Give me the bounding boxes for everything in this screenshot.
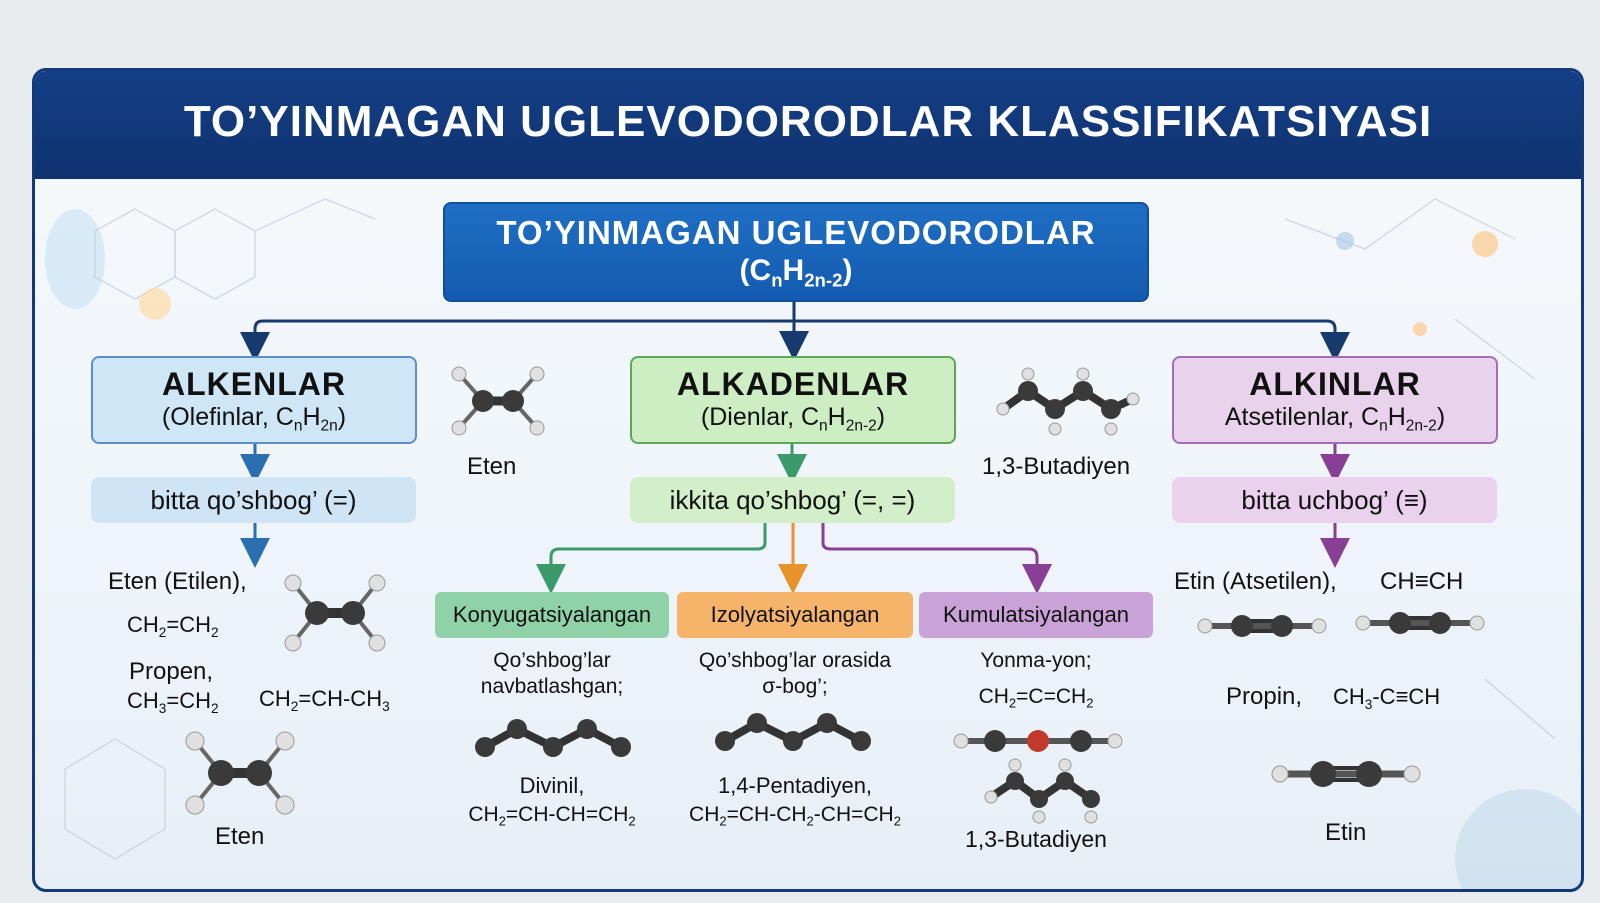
butadiene-label-bottom: 1,3-Butadiyen xyxy=(965,826,1107,852)
butadiene-molecule-bottom xyxy=(984,758,1100,824)
diene-bond-label: ikkita qo’shbog’ (=, =) xyxy=(630,477,955,523)
divinyl-molecule xyxy=(475,719,631,757)
alkyne-bond-label: bitta uchbog’ (≡) xyxy=(1172,477,1497,523)
alkyne-propin-name: Propin, xyxy=(1226,683,1303,710)
eten-label-top: Eten xyxy=(467,453,517,480)
cumulated-desc: Yonma-yon; xyxy=(980,649,1092,672)
alkynes-title: ALKINLAR xyxy=(1249,366,1421,402)
alkene-propen-formula-1: CH3=CH2 xyxy=(127,688,219,716)
alkynes-box: ALKINLAR Atsetilenlar, CnH2n-2) xyxy=(1172,356,1498,444)
eten-molecule-bottom xyxy=(185,731,295,815)
alkene-propen-name: Propen, xyxy=(129,658,214,685)
alkyne-propin-formula: CH3-C≡CH xyxy=(1333,684,1441,712)
alkadienes-box: ALKADENLAR (Dienlar, CnH2n-2) xyxy=(630,356,956,444)
title-bar: TO’YINMAGAN UGLEVODORODLAR KLASSIFIKATSI… xyxy=(35,71,1581,179)
alkadienes-subtitle: (Dienlar, CnH2n-2) xyxy=(700,403,886,435)
alkene-eten-label: Eten xyxy=(215,823,265,850)
alkynes-subtitle: Atsetilenlar, CnH2n-2) xyxy=(1224,403,1446,435)
acetylene-molecule-2 xyxy=(1355,612,1485,634)
butadiene-molecule-top xyxy=(996,367,1140,436)
main-title: TO’YINMAGAN UGLEVODORODLAR KLASSIFIKATSI… xyxy=(183,97,1433,146)
alkene-propen-formula-2: CH2=CH-CH3 xyxy=(259,686,390,714)
alkyne-etin-formula: CH≡CH xyxy=(1380,568,1464,595)
alkyne-etin-name: Etin (Atsetilen), xyxy=(1174,568,1337,595)
alkene-eten-name: Eten (Etilen), xyxy=(108,568,247,595)
pentadiene-formula: CH2=CH-CH2-CH=CH2 xyxy=(689,803,901,829)
connector-lines xyxy=(240,298,1350,594)
alkene-bond-label: bitta qo’shbog’ (=) xyxy=(91,477,416,523)
divinyl-name: Divinil, xyxy=(519,773,585,798)
divinyl-formula: CH2=CH-CH=CH2 xyxy=(468,803,636,829)
butadiene-label-top: 1,3-Butadiyen xyxy=(982,453,1131,480)
cumulated-formula: CH2=C=CH2 xyxy=(978,685,1094,711)
acetylene-molecule-1 xyxy=(1197,615,1327,637)
root-title: TO’YINMAGAN UGLEVODORODLAR xyxy=(496,214,1096,251)
poster-frame: TO’YINMAGAN UGLEVODORODLAR KLASSIFIKATSI… xyxy=(32,68,1584,892)
pentadiene-name: 1,4-Pentadiyen, xyxy=(717,773,873,798)
root-formula: (CnH2n-2) xyxy=(739,254,853,291)
pentadiene-molecule xyxy=(715,713,871,751)
isolated-label: Izolyatsiyalangan xyxy=(677,592,913,638)
conjugated-desc: Qo’shbog’lar navbatlashgan; xyxy=(480,649,624,698)
alkenes-box: ALKENLAR (Olefinlar, CnH2n) xyxy=(91,356,417,444)
alkene-eten-formula: CH2=CH2 xyxy=(127,612,219,640)
eten-molecule-alkene xyxy=(284,574,386,652)
alkenes-subtitle: (Olefinlar, CnH2n) xyxy=(161,403,347,435)
cumulated-label: Kumulatsiyalangan xyxy=(919,592,1153,638)
allene-molecule xyxy=(953,730,1123,752)
eten-molecule-top xyxy=(451,366,545,436)
background-decoration xyxy=(45,198,1581,889)
alkenes-title: ALKENLAR xyxy=(162,366,346,402)
isolated-desc-2: σ-bog’; xyxy=(762,675,828,698)
alkadienes-title: ALKADENLAR xyxy=(676,366,910,402)
alkyne-etin-label: Etin xyxy=(1325,819,1367,846)
root-node: TO’YINMAGAN UGLEVODORODLAR (CnH2n-2) xyxy=(443,202,1149,302)
conjugated-label: Konyugatsiyalangan xyxy=(435,592,669,638)
acetylene-molecule-3 xyxy=(1271,761,1421,787)
isolated-desc-1: Qo’shbog’lar orasida xyxy=(698,649,892,672)
